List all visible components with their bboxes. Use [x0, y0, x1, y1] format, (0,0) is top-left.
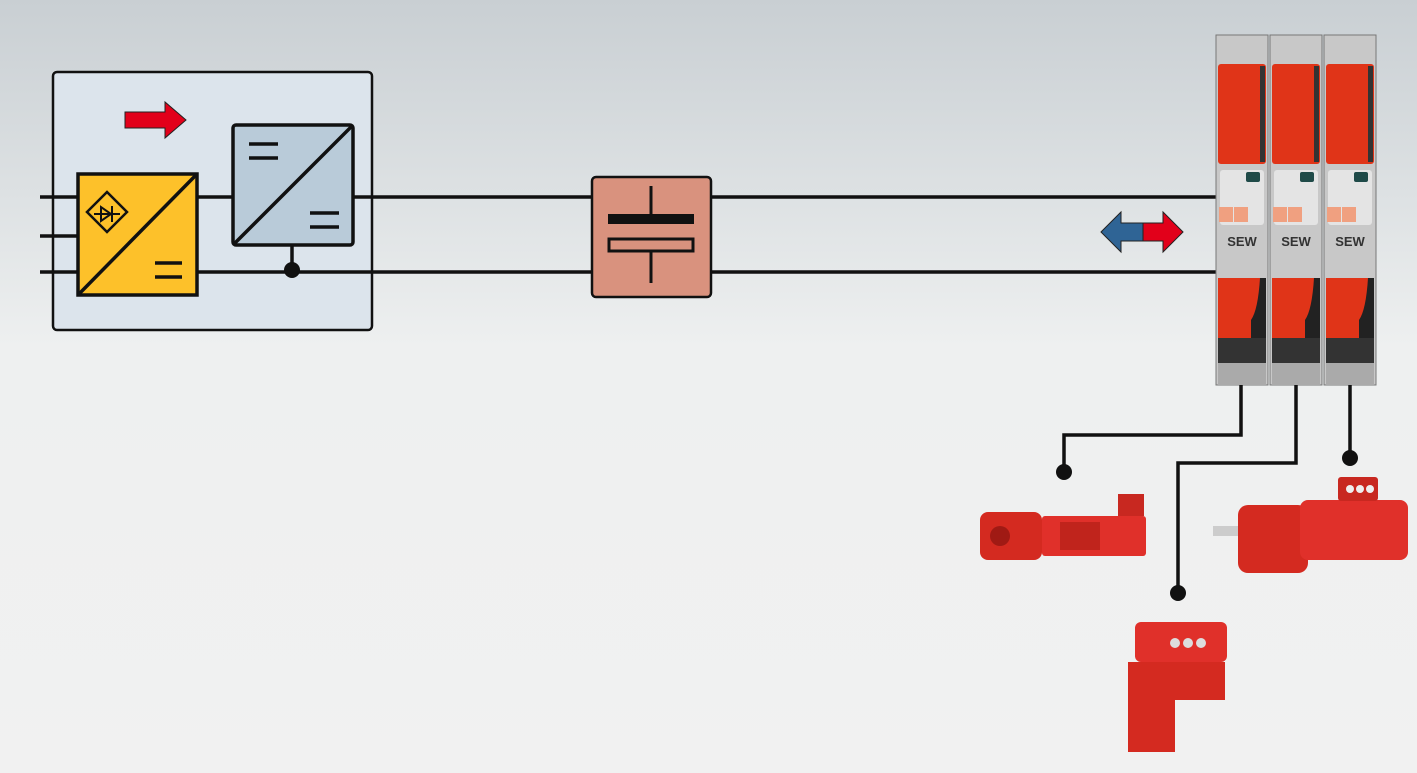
- rectifier-block: [76, 172, 199, 297]
- capacitor-module: [590, 175, 713, 299]
- motor-cables: [1056, 385, 1358, 601]
- brand-logo: SEW: [1281, 234, 1311, 249]
- drive-module-2: [1269, 34, 1323, 386]
- drive-module-3: [1323, 34, 1377, 386]
- decentralized-drive-image: [1128, 622, 1227, 752]
- drive-modules: SEW SEW SEW: [1215, 34, 1377, 386]
- bidirectional-arrow-icon: [1100, 210, 1184, 254]
- helical-gearmotor-image: [1213, 477, 1408, 573]
- energy-flow-arrow-icon: [124, 100, 187, 140]
- dc-dc-converter-block: [231, 123, 355, 247]
- brand-logo: SEW: [1335, 234, 1365, 249]
- brand-logo: SEW: [1227, 234, 1257, 249]
- diode-icon: [85, 190, 129, 234]
- servo-gearmotor-image: [980, 494, 1146, 560]
- drive-module-1: [1215, 34, 1269, 386]
